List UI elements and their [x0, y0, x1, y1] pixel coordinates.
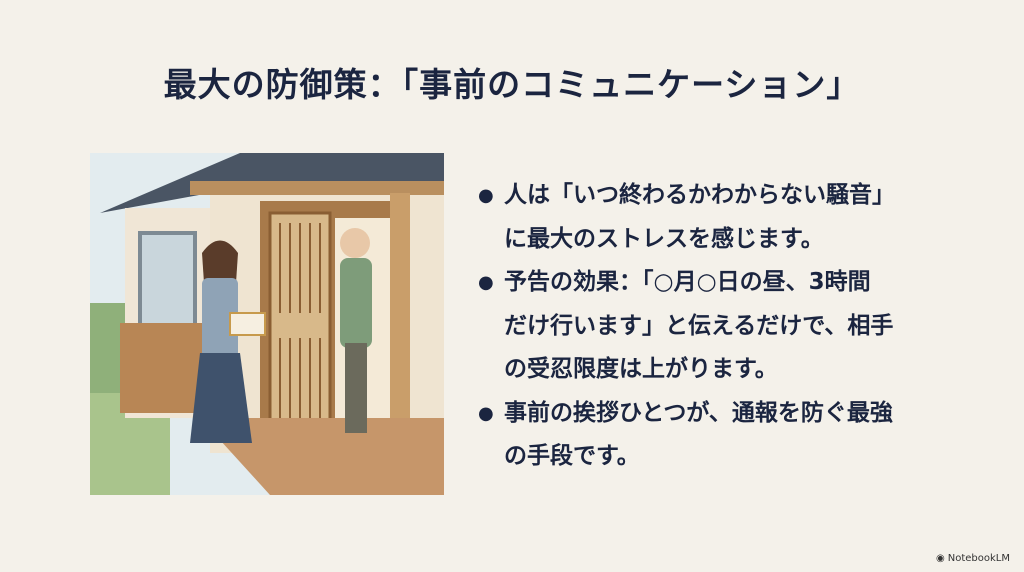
illustration-neighbor-greeting	[90, 153, 444, 495]
bullet-item: ● 事前の挨拶ひとつが、通報を防ぐ最強の手段です。	[478, 392, 998, 479]
bullet-line: だけ行います」と伝えるだけで、相手	[504, 312, 894, 339]
bullet-item: ● 予告の効果：「○月○日の昼、3時間だけ行います」と伝えるだけで、相手の受忍限…	[478, 261, 998, 392]
bullet-line: に最大のストレスを感じます。	[504, 225, 824, 252]
bullet-line: の受忍限度は上がります。	[504, 356, 778, 382]
notebooklm-logo-icon: ◉	[936, 553, 945, 564]
bullet-dot-icon: ●	[478, 402, 494, 424]
slide-title: 最大の防御策：「事前のコミュニケーション」	[163, 65, 861, 104]
brand-label: NotebookLM	[947, 553, 1010, 564]
notebooklm-watermark: ◉ NotebookLM	[936, 553, 1010, 564]
bullet-line: 予告の効果：「○月○日の昼、3時間	[504, 269, 871, 295]
bullet-dot-icon: ●	[478, 185, 494, 206]
bullet-line: 人は「いつ終わるかわからない騒音」	[504, 182, 895, 208]
bullet-dot-icon: ●	[478, 272, 494, 293]
bullet-item: ● 人は「いつ終わるかわからない騒音」に最大のストレスを感じます。	[478, 174, 998, 261]
bullet-line: 事前の挨拶ひとつが、通報を防ぐ最強	[504, 399, 893, 426]
bullet-list: ● 人は「いつ終わるかわからない騒音」に最大のストレスを感じます。 ● 予告の効…	[478, 174, 998, 479]
bullet-line: の手段です。	[504, 443, 640, 469]
